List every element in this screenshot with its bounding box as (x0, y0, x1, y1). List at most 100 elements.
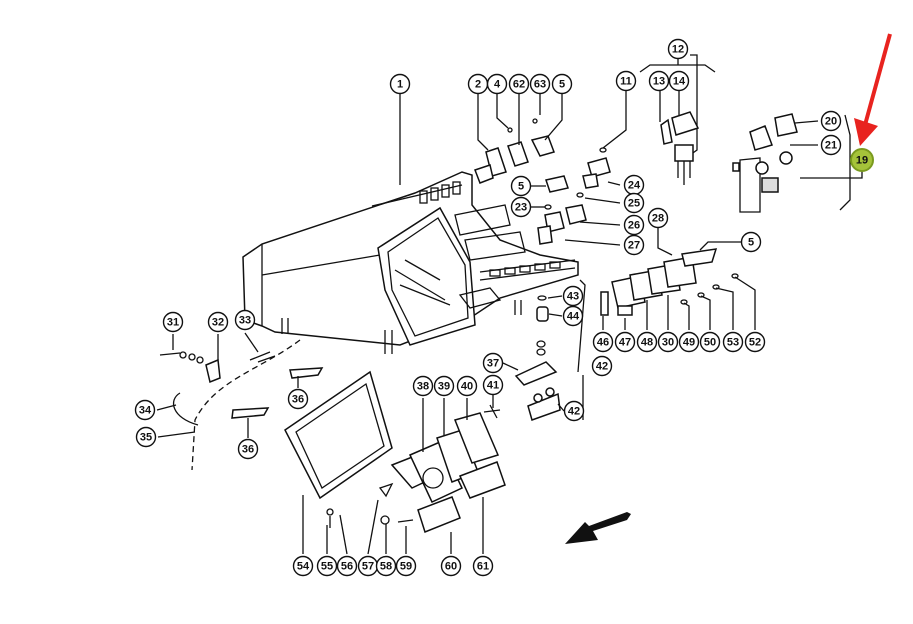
callout-label: 13 (653, 76, 665, 88)
callout-circle (820, 110, 842, 132)
dashboard-housing (242, 171, 579, 354)
callout-label: 27 (628, 240, 640, 252)
callout-label: 20 (825, 116, 837, 128)
callout-circle (562, 305, 584, 327)
callout-label: 26 (628, 220, 640, 232)
callout-42: 42 (591, 355, 613, 377)
callout-46: 46 (592, 331, 614, 353)
callout-38: 38 (412, 375, 434, 397)
callout-label: 54 (297, 561, 310, 573)
callout-12: 12 (667, 38, 689, 60)
callout-label: 46 (597, 337, 609, 349)
callout-circle (614, 331, 636, 353)
callout-28: 28 (647, 207, 669, 229)
callout-31: 31 (162, 311, 184, 333)
callout-circle (820, 134, 842, 156)
callout-circle (551, 73, 573, 95)
callout-49: 49 (678, 331, 700, 353)
callout-circle (722, 331, 744, 353)
callout-label: 5 (559, 79, 565, 91)
callout-circle (668, 70, 690, 92)
callout-circle (234, 309, 256, 331)
callout-circle (395, 555, 417, 577)
callout-label: 36 (242, 444, 254, 456)
callout-circle (287, 388, 309, 410)
callout-25: 25 (623, 192, 645, 214)
callout-label: 19 (856, 155, 868, 167)
callout-30: 30 (657, 331, 679, 353)
gauge-cluster (378, 412, 506, 533)
callout-label: 56 (341, 561, 353, 573)
callout-circle (592, 331, 614, 353)
callout-circle (744, 331, 766, 353)
callout-41: 41 (482, 374, 504, 396)
callout-circle (440, 555, 462, 577)
callout-label: 44 (567, 311, 580, 323)
bezel-frame (284, 370, 393, 528)
callout-34: 34 (134, 399, 156, 421)
callout-label: 57 (362, 561, 374, 573)
callout-36: 36 (287, 388, 309, 410)
callout-circle (740, 231, 762, 253)
callout-label: 50 (704, 337, 716, 349)
callout-label: 30 (662, 337, 674, 349)
callout-57: 57 (357, 555, 379, 577)
callout-circle (667, 38, 689, 60)
callout-label: 42 (596, 361, 608, 373)
callout-label: 40 (461, 381, 473, 393)
callout-circle (508, 73, 530, 95)
callout-circle (529, 73, 551, 95)
callout-44: 44 (562, 305, 584, 327)
callout-circle (292, 555, 314, 577)
red-pointer-arrow (854, 33, 892, 146)
callout-circle (699, 331, 721, 353)
callout-21: 21 (820, 134, 842, 156)
callout-32: 32 (207, 311, 229, 333)
red-arrowhead (854, 118, 878, 146)
callout-circle (623, 214, 645, 236)
callout-11: 11 (615, 70, 637, 92)
callout-label: 63 (534, 79, 546, 91)
callout-circle (389, 73, 411, 95)
callout-60: 60 (440, 555, 462, 577)
wiring-harness (159, 339, 324, 471)
callout-40: 40 (456, 375, 478, 397)
callout-label: 52 (749, 337, 761, 349)
callout-5: 5 (740, 231, 762, 253)
callout-24: 24 (623, 174, 645, 196)
callout-label: 34 (139, 405, 152, 417)
callout-label: 28 (652, 213, 664, 225)
callout-20: 20 (820, 110, 842, 132)
callout-circle (647, 207, 669, 229)
callout-label: 23 (515, 202, 527, 214)
callout-circle (615, 70, 637, 92)
callout-label: 39 (438, 381, 450, 393)
callout-circle (412, 375, 434, 397)
callout-35: 35 (135, 426, 157, 448)
callout-label: 47 (619, 337, 631, 349)
callout-55: 55 (316, 555, 338, 577)
callout-53: 53 (722, 331, 744, 353)
callout-42: 42 (563, 400, 585, 422)
callout-circle (482, 352, 504, 374)
callout-19: 19 (850, 148, 874, 172)
callout-label: 48 (641, 337, 653, 349)
callout-circle (207, 311, 229, 333)
callout-label: 55 (321, 561, 333, 573)
callout-43: 43 (562, 285, 584, 307)
callout-circle (135, 426, 157, 448)
callout-label: 41 (487, 380, 499, 392)
callout-14: 14 (668, 70, 690, 92)
callout-label: 49 (683, 337, 695, 349)
callout-label: 35 (140, 432, 152, 444)
switch-row (600, 248, 739, 316)
callout-39: 39 (433, 375, 455, 397)
callout-label: 1 (397, 79, 403, 91)
callout-label: 58 (380, 561, 392, 573)
callout-circle (486, 73, 508, 95)
callout-label: 31 (167, 317, 179, 329)
callout-circle (472, 555, 494, 577)
leader-lines (156, 90, 756, 555)
